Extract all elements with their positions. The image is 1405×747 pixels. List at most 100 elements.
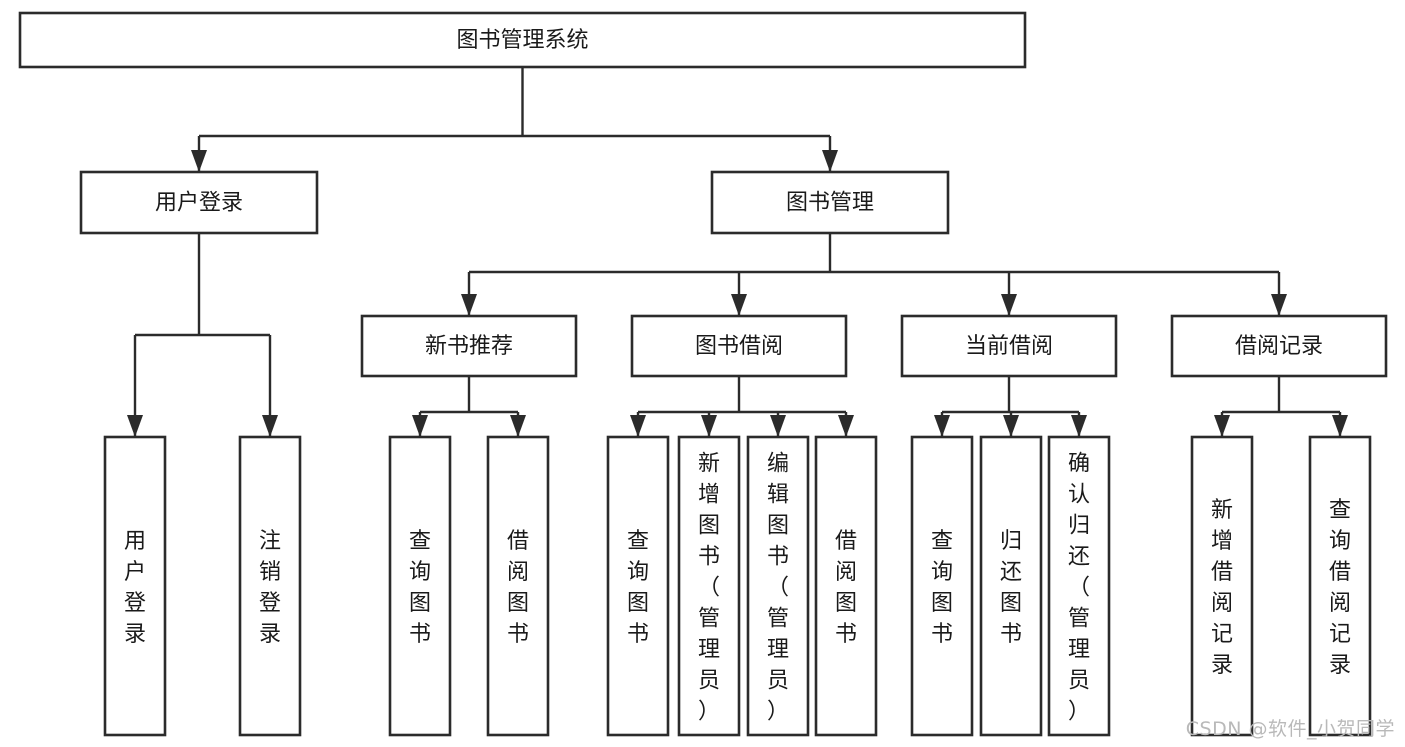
leaf-label-char: 借 xyxy=(1211,560,1233,585)
leaf-label-char: 管 xyxy=(698,607,720,632)
leaf-label-char: （ xyxy=(767,576,789,601)
leaf-label-char: 户 xyxy=(124,560,146,585)
leaf-label-char: 图 xyxy=(409,591,431,616)
root-arrow-0 xyxy=(191,150,207,172)
leaf-label-char: 录 xyxy=(259,622,281,647)
node-leaf-user-login[interactable] xyxy=(103,435,167,737)
leaf-label-char: 借 xyxy=(835,529,857,554)
leaf-label-char: ） xyxy=(698,700,720,725)
leaf-label-char: 登 xyxy=(259,591,281,616)
leaf-label-char: 管 xyxy=(1068,607,1090,632)
node-new-book-rec-label: 新书推荐 xyxy=(425,334,513,359)
leaf-label-char: 员 xyxy=(698,669,720,694)
node-book-borrow[interactable] xyxy=(630,314,848,378)
node-leaf-query-book-1[interactable] xyxy=(388,435,452,737)
node-current-borrow[interactable] xyxy=(900,314,1118,378)
book-manage-arrow-0 xyxy=(461,294,477,316)
leaf-label-char: （ xyxy=(1068,576,1090,601)
leaf-label-char: 归 xyxy=(1000,529,1022,554)
leaf-label-char: 员 xyxy=(767,669,789,694)
book-borrow-leaf-arrow-2 xyxy=(770,415,786,437)
leaf-label-char: 图 xyxy=(698,514,720,539)
leaf-label-char: 销 xyxy=(259,560,281,585)
node-user-login[interactable] xyxy=(79,170,319,235)
leaf-label-char: 阅 xyxy=(507,560,529,585)
leaf-label-char: 书 xyxy=(767,545,789,570)
leaf-label-char: 录 xyxy=(1211,653,1233,678)
node-layer: 图书管理系统用户登录图书管理新书推荐图书借阅当前借阅借阅记录用户登录注销登录查询… xyxy=(18,11,1388,737)
node-borrow-record[interactable] xyxy=(1170,314,1388,378)
leaf-label-char: 员 xyxy=(1068,669,1090,694)
node-root-book-management-system[interactable] xyxy=(18,11,1027,69)
watermark-text: CSDN @软件_小贺同学 xyxy=(1185,718,1395,740)
node-borrow-record-label: 借阅记录 xyxy=(1235,334,1323,359)
leaf-label-char: 用 xyxy=(124,529,146,554)
leaf-label-char: 借 xyxy=(1329,560,1351,585)
leaf-label-char: 理 xyxy=(1068,638,1090,663)
node-leaf-add-record[interactable] xyxy=(1190,435,1254,737)
leaf-label-char: 录 xyxy=(1329,653,1351,678)
node-leaf-query-book-3[interactable] xyxy=(910,435,974,737)
user-login-leaf-arrow-0 xyxy=(127,415,143,437)
leaf-label-char: 认 xyxy=(1068,483,1090,508)
node-leaf-edit-book[interactable] xyxy=(746,435,810,737)
leaf-label-char: 阅 xyxy=(1329,591,1351,616)
leaf-label-char: 书 xyxy=(1000,622,1022,647)
leaf-label-char: 询 xyxy=(409,560,431,585)
leaf-label-char: 理 xyxy=(698,638,720,663)
leaf-label-char: 增 xyxy=(1211,529,1233,554)
leaf-label-char: 查 xyxy=(409,529,431,554)
node-root-label: 图书管理系统 xyxy=(456,28,588,53)
node-leaf-add-book[interactable] xyxy=(677,435,741,737)
book-borrow-leaf-arrow-1 xyxy=(701,415,717,437)
node-leaf-logout[interactable] xyxy=(238,435,302,737)
leaf-label-char: 查 xyxy=(1329,498,1351,523)
node-new-book-rec[interactable] xyxy=(360,314,578,378)
leaf-label-char: 书 xyxy=(698,545,720,570)
node-leaf-borrow-book-1[interactable] xyxy=(486,435,550,737)
leaf-label-char: 图 xyxy=(835,591,857,616)
leaf-label-char: ） xyxy=(1068,700,1090,725)
current-borrow-leaf-arrow-1 xyxy=(1003,415,1019,437)
leaf-label-char: 阅 xyxy=(835,560,857,585)
leaf-label-char: 借 xyxy=(507,529,529,554)
node-leaf-confirm-return[interactable] xyxy=(1047,435,1111,737)
node-leaf-borrow-book-2[interactable] xyxy=(814,435,878,737)
node-leaf-query-record[interactable] xyxy=(1308,435,1372,737)
node-book-manage-label: 图书管理 xyxy=(786,191,874,216)
borrow-record-leaf-arrow-0 xyxy=(1214,415,1230,437)
leaf-label-char: 询 xyxy=(627,560,649,585)
book-manage-arrow-1 xyxy=(731,294,747,316)
leaf-label-char: 图 xyxy=(931,591,953,616)
leaf-label-char: 新 xyxy=(698,452,720,477)
leaf-label-char: 记 xyxy=(1329,622,1351,647)
leaf-label-char: 登 xyxy=(124,591,146,616)
user-login-leaf-arrow-1 xyxy=(262,415,278,437)
leaf-label-char: （ xyxy=(698,576,720,601)
book-borrow-leaf-arrow-0 xyxy=(630,415,646,437)
node-leaf-query-book-2[interactable] xyxy=(606,435,670,737)
leaf-label-char: 书 xyxy=(409,622,431,647)
leaf-label-char: 记 xyxy=(1211,622,1233,647)
leaf-label-char: 编 xyxy=(767,452,789,477)
current-borrow-leaf-arrow-0 xyxy=(934,415,950,437)
leaf-label-char: ） xyxy=(767,700,789,725)
leaf-label-char: 注 xyxy=(259,529,281,554)
leaf-label-char: 查 xyxy=(931,529,953,554)
leaf-label-char: 确 xyxy=(1068,452,1090,477)
leaf-label-char: 还 xyxy=(1000,560,1022,585)
leaf-label-char: 管 xyxy=(767,607,789,632)
node-book-manage[interactable] xyxy=(710,170,950,235)
leaf-label-char: 查 xyxy=(627,529,649,554)
leaf-label-char: 图 xyxy=(627,591,649,616)
node-leaf-return-book[interactable] xyxy=(979,435,1043,737)
